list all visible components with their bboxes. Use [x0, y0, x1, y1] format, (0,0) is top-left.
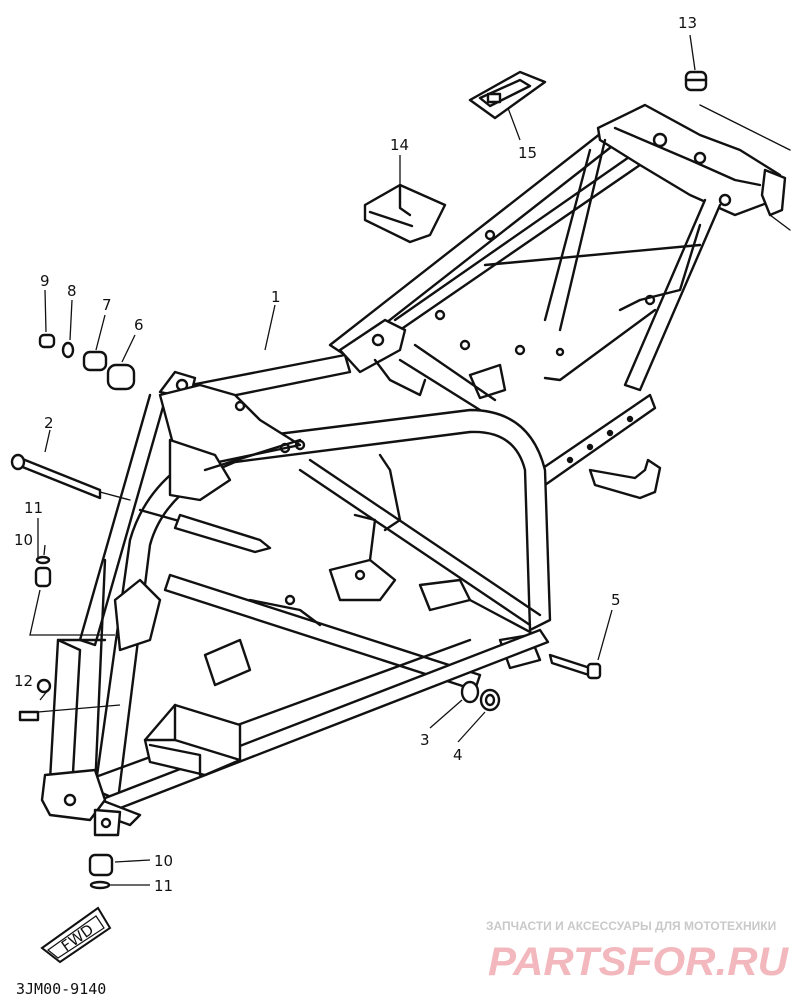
- callout-4: 4: [453, 746, 463, 764]
- callout-11-bottom: 11: [154, 877, 173, 895]
- callout-3: 3: [420, 731, 430, 749]
- callout-8: 8: [67, 282, 77, 300]
- callout-12: 12: [14, 672, 33, 690]
- callout-10-bottom: 10: [154, 852, 173, 870]
- callout-5: 5: [611, 591, 621, 609]
- leader-lines: [29, 34, 696, 886]
- callout-13: 13: [678, 14, 697, 32]
- callout-2: 2: [44, 414, 54, 432]
- main-frame-drawing: [10, 70, 791, 890]
- callout-labels: 1 2 3 4 5 6 7 8 9 11 10 12 13 14 15 10 1…: [14, 14, 697, 895]
- watermark-tagline: ЗАПЧАСТИ И АКСЕССУАРЫ ДЛЯ МОТОТЕХНИКИ: [486, 919, 776, 933]
- callout-15: 15: [518, 144, 537, 162]
- callout-6: 6: [134, 316, 144, 334]
- callout-9: 9: [40, 272, 50, 290]
- callout-14: 14: [390, 136, 409, 154]
- callout-10-top: 10: [14, 531, 33, 549]
- callout-7: 7: [102, 296, 112, 314]
- watermark: ЗАПЧАСТИ И АКСЕССУАРЫ ДЛЯ МОТОТЕХНИКИ PA…: [486, 919, 789, 984]
- fwd-arrow-icon: FWD: [40, 906, 112, 964]
- watermark-logo: PARTSFOR.RU: [488, 940, 789, 984]
- drawing-code: 3JM00-9140: [16, 980, 106, 998]
- callout-1: 1: [271, 288, 281, 306]
- callout-11-top: 11: [24, 499, 43, 517]
